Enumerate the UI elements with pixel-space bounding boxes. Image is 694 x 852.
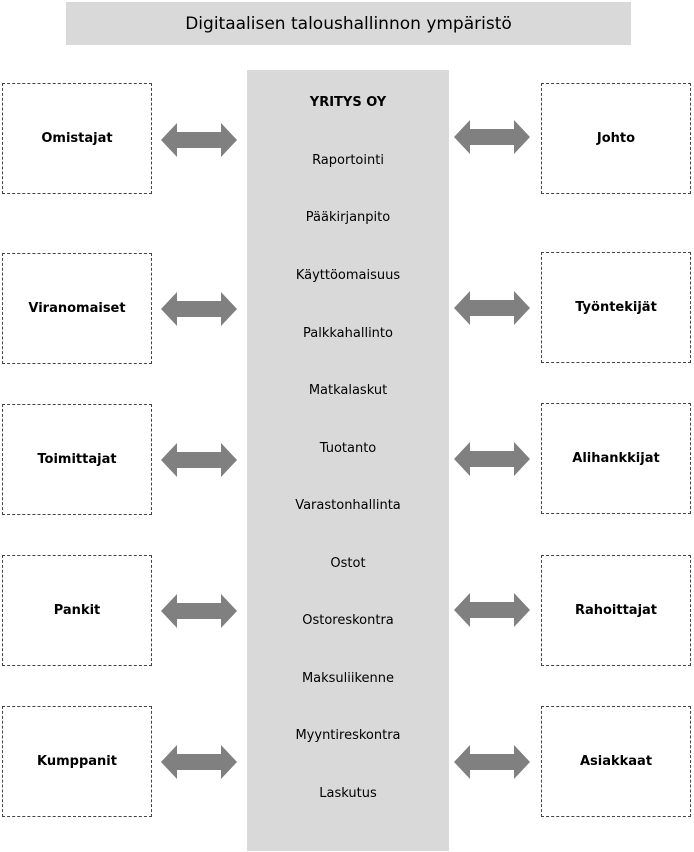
stakeholder-box-asiakkaat: Asiakkaat bbox=[541, 706, 691, 817]
double-arrow-icon bbox=[454, 440, 530, 478]
stakeholder-box-viranomaiset: Viranomaiset bbox=[2, 253, 152, 364]
double-arrow-icon bbox=[454, 743, 530, 781]
stakeholder-label: Kumppanit bbox=[37, 754, 117, 769]
stakeholder-label: Työntekijät bbox=[575, 300, 657, 315]
function-item: Ostoreskontra bbox=[302, 613, 394, 628]
stakeholder-box-toimittajat: Toimittajat bbox=[2, 404, 152, 515]
function-item: Matkalaskut bbox=[308, 383, 388, 398]
stakeholder-label: Alihankkijat bbox=[572, 451, 660, 466]
double-arrow-icon bbox=[454, 289, 530, 327]
stakeholder-box-johto: Johto bbox=[541, 83, 691, 194]
function-item: Laskutus bbox=[319, 786, 377, 801]
stakeholder-box-tyontekijat: Työntekijät bbox=[541, 252, 691, 363]
stakeholder-label: Rahoittajat bbox=[574, 603, 658, 618]
company-column: YRITYS OY Raportointi Pääkirjanpito Käyt… bbox=[247, 70, 449, 851]
function-item: Käyttöomaisuus bbox=[295, 268, 401, 283]
function-item: Maksuliikenne bbox=[301, 671, 395, 686]
double-arrow-icon bbox=[161, 121, 237, 159]
function-item: Varastonhallinta bbox=[295, 498, 401, 513]
stakeholder-box-omistajat: Omistajat bbox=[2, 83, 152, 194]
double-arrow-icon bbox=[161, 743, 237, 781]
double-arrow-icon bbox=[161, 592, 237, 630]
stakeholder-box-alihankkijat: Alihankkijat bbox=[541, 403, 691, 514]
stakeholder-box-rahoittajat: Rahoittajat bbox=[541, 555, 691, 666]
double-arrow-icon bbox=[161, 441, 237, 479]
double-arrow-icon bbox=[161, 290, 237, 328]
stakeholder-box-pankit: Pankit bbox=[2, 555, 152, 666]
function-item: Raportointi bbox=[312, 153, 384, 168]
function-item: Tuotanto bbox=[319, 441, 377, 456]
stakeholder-label: Omistajat bbox=[41, 131, 113, 146]
stakeholder-label: Viranomaiset bbox=[28, 301, 126, 316]
diagram-title: Digitaalisen taloushallinnon ympäristö bbox=[66, 2, 631, 45]
function-item: Myyntireskontra bbox=[295, 728, 401, 743]
stakeholder-box-kumppanit: Kumppanit bbox=[2, 706, 152, 817]
function-item: Ostot bbox=[330, 556, 366, 571]
stakeholder-label: Toimittajat bbox=[37, 452, 117, 467]
function-item: Palkkahallinto bbox=[303, 326, 393, 341]
stakeholder-label: Pankit bbox=[53, 603, 101, 618]
function-item: Pääkirjanpito bbox=[305, 210, 391, 225]
stakeholder-label: Asiakkaat bbox=[579, 754, 653, 769]
double-arrow-icon bbox=[454, 118, 530, 156]
stakeholder-label: Johto bbox=[596, 131, 636, 146]
company-name: YRITYS OY bbox=[309, 95, 387, 110]
double-arrow-icon bbox=[454, 591, 530, 629]
